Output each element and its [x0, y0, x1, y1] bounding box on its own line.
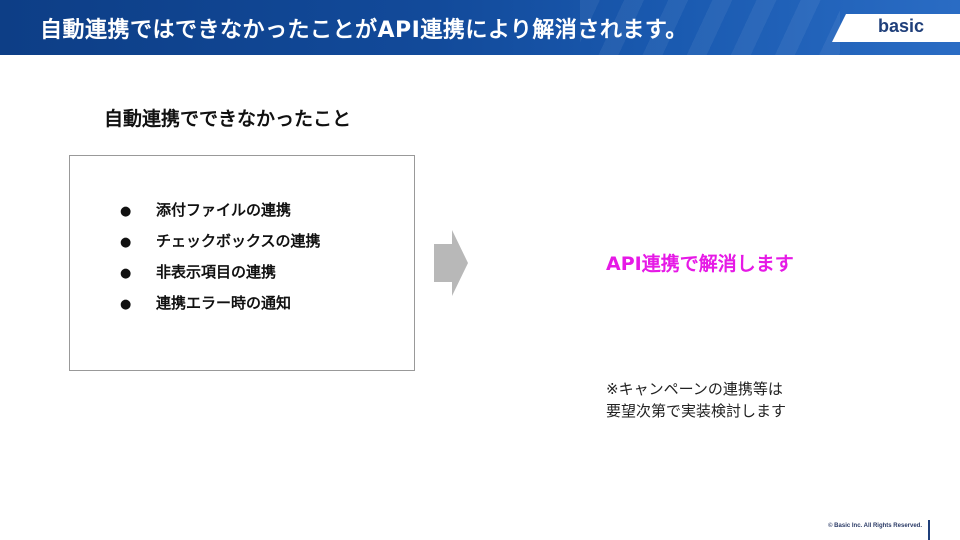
- bullet-icon: ●: [120, 266, 132, 281]
- bullet-icon: ●: [120, 204, 132, 219]
- list-item: ● 非表示項目の連携: [120, 261, 276, 281]
- bullet-icon: ●: [120, 235, 132, 250]
- note-line: ※キャンペーンの連携等は: [606, 380, 783, 398]
- copyright-text: © Basic Inc. All Rights Reserved.: [828, 523, 922, 529]
- note-text: ※キャンペーンの連携等は 要望次第で実装検討します: [606, 378, 866, 422]
- list-item-label: チェックボックスの連携: [156, 232, 321, 250]
- list-item-label: 非表示項目の連携: [156, 263, 277, 281]
- header-pattern: [580, 0, 840, 55]
- logo-tab: [832, 14, 960, 42]
- note-line: 要望次第で実装検討します: [606, 402, 787, 420]
- list-item: ● チェックボックスの連携: [120, 230, 321, 250]
- section-heading: 自動連携でできなかったこと: [104, 108, 352, 130]
- list-item: ● 添付ファイルの連携: [120, 199, 291, 219]
- limitations-box: ● 添付ファイルの連携 ● チェックボックスの連携 ● 非表示項目の連携 ● 連携エラー…: [69, 155, 415, 371]
- bullet-icon: ●: [120, 297, 132, 312]
- company-logo: basic: [877, 16, 924, 36]
- list-item: ● 連携エラー時の通知: [120, 292, 291, 312]
- list-item-label: 添付ファイルの連携: [156, 201, 292, 219]
- resolution-text: API連携で解消します: [606, 253, 794, 275]
- footer-divider: [928, 520, 930, 540]
- page-title: 自動連携ではできなかったことがAPI連携により解消されます。: [40, 18, 688, 43]
- right-arrow-icon: [434, 230, 468, 296]
- list-item-label: 連携エラー時の通知: [156, 294, 292, 312]
- header-bar: 自動連携ではできなかったことがAPI連携により解消されます。 basic: [0, 0, 960, 55]
